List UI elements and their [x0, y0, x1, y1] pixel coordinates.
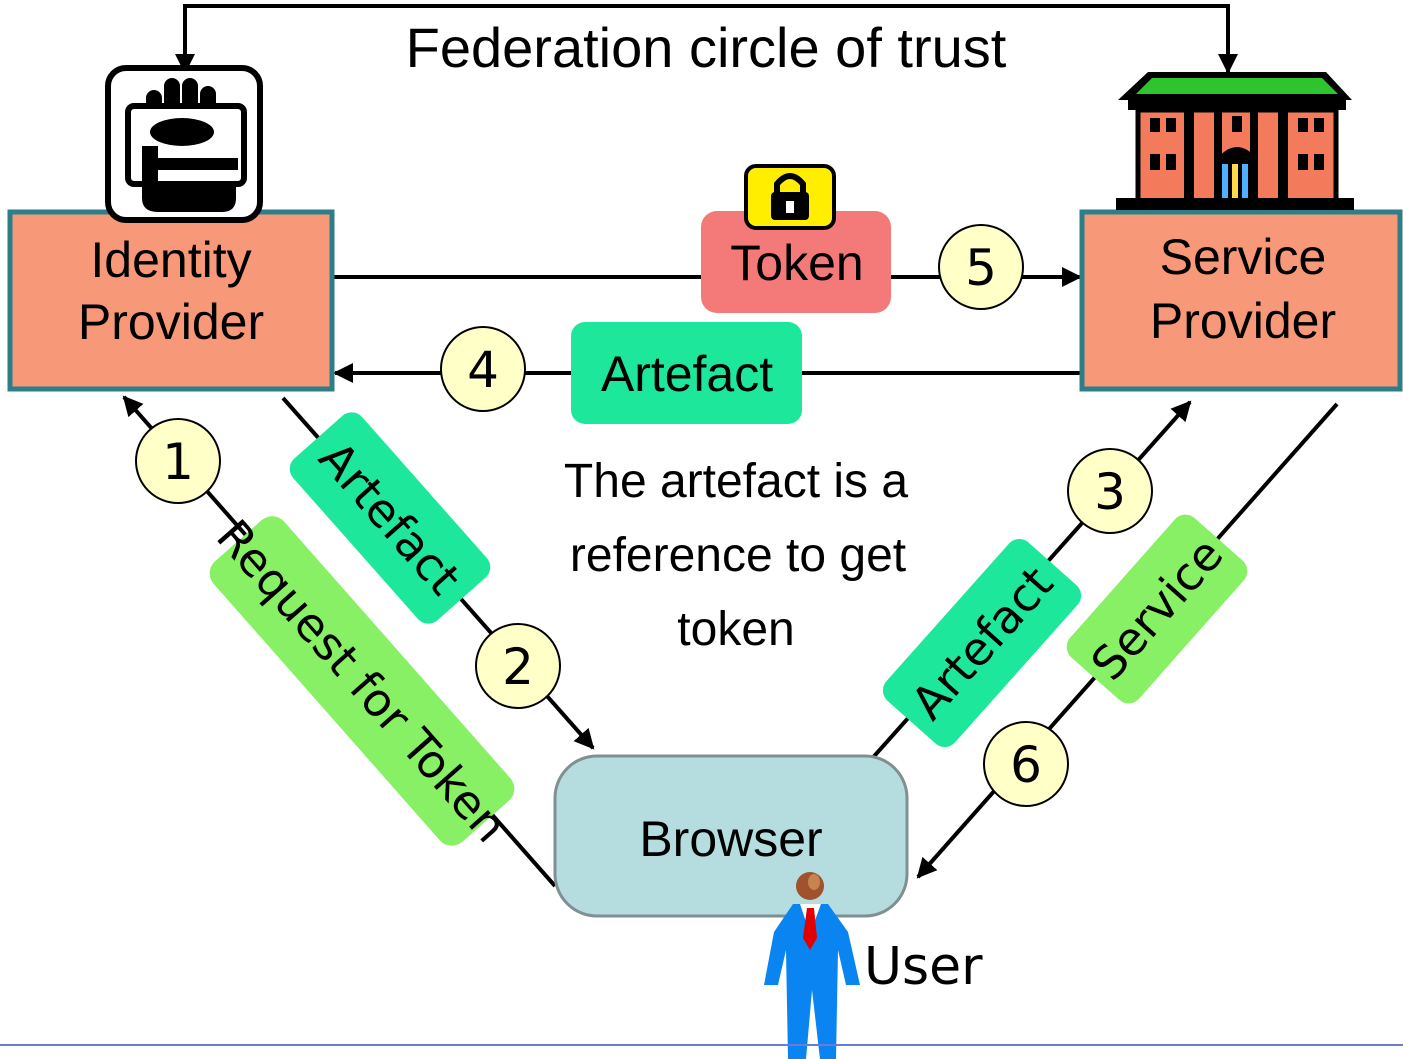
artefact-message-top: Artefact [571, 322, 802, 424]
identity-provider: Identity Provider [7, 209, 335, 392]
step-5-number: 5 [965, 239, 997, 297]
step-2: 2 [475, 623, 561, 709]
service-message: Service [1066, 514, 1248, 704]
service-provider-label-line1: Service [1160, 229, 1327, 285]
step-4: 4 [440, 326, 526, 412]
step-4-number: 4 [467, 341, 499, 399]
step-2-number: 2 [502, 638, 534, 696]
identity-card-icon [105, 65, 263, 223]
step-5: 5 [938, 224, 1024, 310]
artefact-note: The artefact is a reference to get token [564, 455, 908, 656]
step-6-number: 6 [1010, 736, 1042, 794]
browser: Browser [553, 754, 909, 918]
artefact-top-label: Artefact [601, 346, 773, 402]
user-label: User [864, 937, 983, 997]
diagram-title: Federation circle of trust [406, 16, 1007, 79]
note-line-2: reference to get [570, 529, 906, 582]
step-1: 1 [135, 418, 221, 504]
building-icon [1116, 72, 1354, 210]
step-3-number: 3 [1094, 463, 1126, 521]
browser-label: Browser [639, 811, 822, 867]
user-icon [764, 872, 860, 1059]
step-3: 3 [1067, 448, 1153, 534]
token-label: Token [730, 235, 863, 291]
service-provider-label-line2: Provider [1150, 293, 1336, 349]
identity-provider-label-line2: Provider [78, 294, 264, 350]
token-message: Token [701, 211, 891, 313]
lock-icon [744, 164, 836, 230]
note-line-3: token [677, 603, 794, 656]
note-line-1: The artefact is a [564, 455, 908, 508]
identity-provider-label-line1: Identity [90, 232, 251, 288]
circle-of-trust-connector [175, 4, 1238, 74]
step-1-number: 1 [162, 433, 194, 491]
step-6: 6 [983, 721, 1069, 807]
service-provider: Service Provider [1079, 209, 1403, 392]
